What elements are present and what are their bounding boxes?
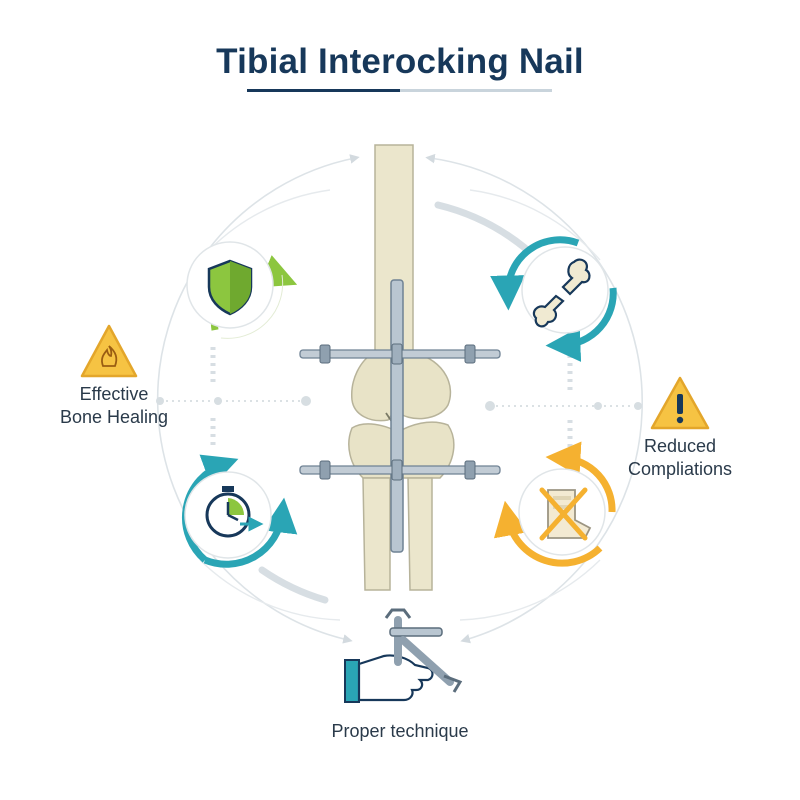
accent-arc-bottom [258,566,329,604]
label-effective-bone-healing-line1: Effective [79,384,149,404]
benefit-bone-repair [490,236,617,362]
benefit-shield [186,241,298,339]
title-underline-light [400,89,552,92]
label-reduced-complications-line2: Compliations [627,459,733,479]
label-effective-bone-healing: Effective Bone Healing [44,383,184,429]
shield-icon [207,259,253,316]
broken-bone-icon [532,258,591,328]
page-title: Tibial Interocking Nail [216,42,584,81]
label-effective-bone-healing-line2: Bone Healing [59,407,169,427]
label-proper-technique: Proper technique [331,721,469,741]
locking-screw-lower [299,459,501,481]
title-underline-dark [247,89,400,92]
benefit-healing-time [181,454,298,568]
benefit-no-cast [493,441,616,567]
left-connector [156,396,311,406]
label-reduced-complications-line1: Reduced [643,436,717,456]
exclamation-warning-icon [650,376,710,430]
hand-wrench-icon [344,608,463,703]
flame-warning-icon [80,324,138,378]
accent-arc-top [434,201,529,252]
stopwatch-icon [205,486,264,538]
right-connector [485,401,642,411]
label-reduced-complications: Reduced Compliations [610,435,750,481]
locking-screw-upper [299,343,501,365]
nail-rod [390,279,404,553]
crossed-cast-icon [539,487,592,541]
